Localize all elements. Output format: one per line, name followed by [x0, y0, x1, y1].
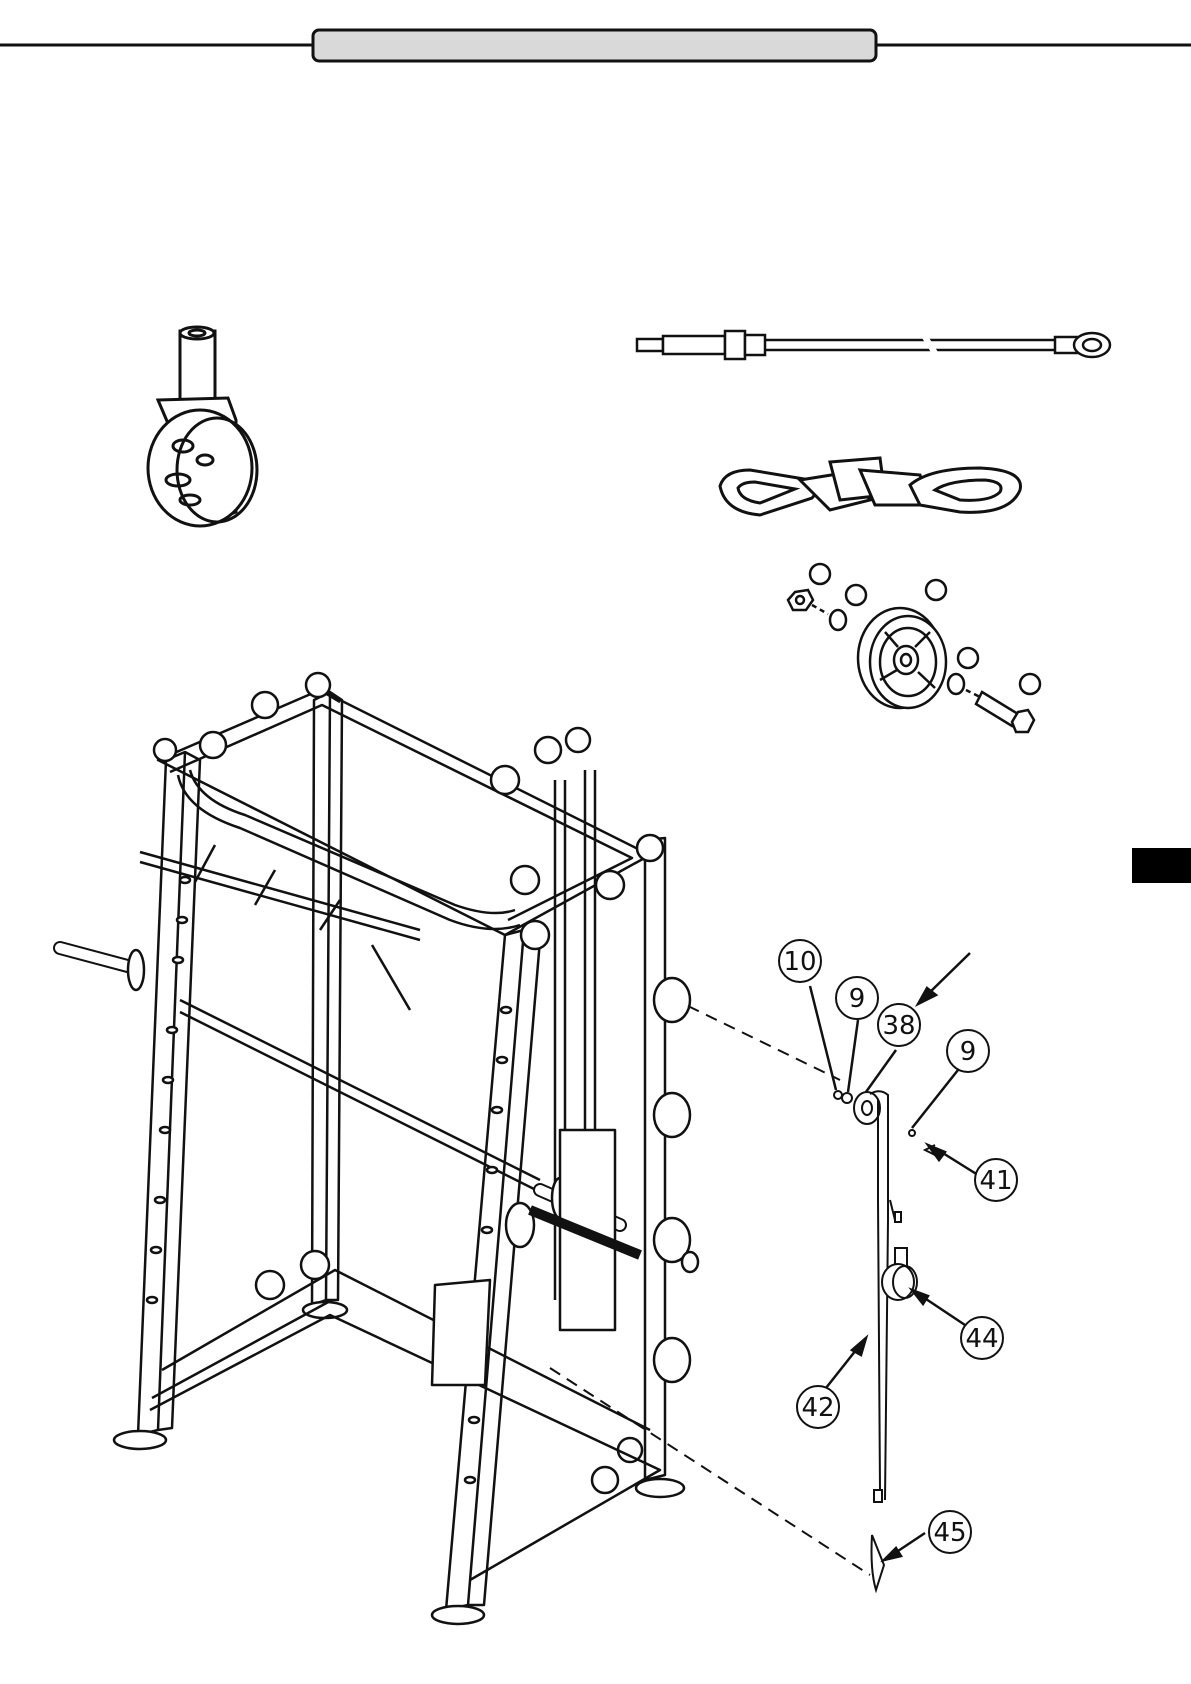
callout-bubbles: 10 9 38 9 41 44 42 45 — [779, 940, 1017, 1553]
svg-text:41: 41 — [979, 1166, 1012, 1196]
pulley-exploded-part — [788, 564, 1040, 732]
pulley-post-part — [148, 327, 257, 526]
callout-9-a: 9 — [836, 977, 878, 1019]
pulley-cable-subassembly — [834, 1091, 935, 1590]
title-bar — [313, 30, 876, 61]
svg-text:44: 44 — [965, 1324, 998, 1354]
svg-text:38: 38 — [882, 1011, 915, 1041]
chain-part — [720, 458, 1021, 515]
smith-machine-frame — [60, 673, 698, 1624]
cable-part — [637, 331, 1110, 359]
svg-text:42: 42 — [801, 1393, 834, 1423]
callout-10: 10 — [779, 940, 821, 982]
svg-text:9: 9 — [849, 984, 866, 1014]
callout-9-b: 9 — [947, 1030, 989, 1072]
svg-text:45: 45 — [933, 1518, 966, 1548]
section-tab — [1132, 848, 1191, 883]
callout-44: 44 — [961, 1317, 1003, 1359]
svg-text:9: 9 — [960, 1037, 977, 1067]
callout-41: 41 — [975, 1159, 1017, 1201]
callout-38: 38 — [878, 1004, 920, 1046]
callout-45: 45 — [929, 1511, 971, 1553]
callout-42: 42 — [797, 1386, 839, 1428]
svg-text:10: 10 — [783, 947, 816, 977]
